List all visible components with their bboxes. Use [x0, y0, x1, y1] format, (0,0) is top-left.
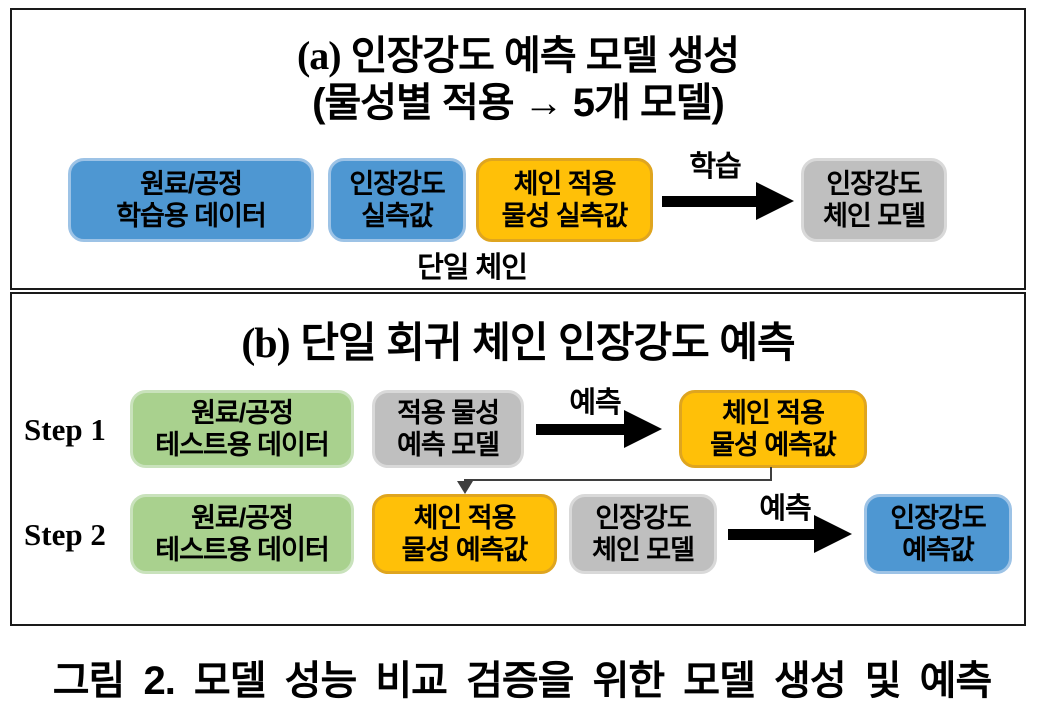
box-label-line: 예측 모델 — [397, 430, 500, 460]
box-label-line: 물성 예측값 — [710, 430, 837, 460]
predict-arrow-head-step2-icon — [814, 515, 852, 553]
connector-horizontal-segment — [464, 479, 772, 481]
box-chain-property-predicted-step2: 체인 적용 물성 예측값 — [372, 494, 557, 574]
box-test-data-step1: 원료/공정 테스트용 데이터 — [130, 390, 354, 468]
box-label-line: 테스트용 데이터 — [155, 535, 329, 565]
predict-arrow-shaft-step1 — [536, 424, 626, 435]
box-label-line: 체인 적용 — [513, 168, 617, 199]
box-label-line: 원료/공정 — [191, 502, 294, 533]
predict-arrow-label-step1: 예측 — [569, 387, 621, 419]
box-train-data: 원료/공정 학습용 데이터 — [68, 158, 314, 242]
box-tensile-measured: 인장강도 실측값 — [328, 158, 466, 242]
box-label-line: 인장강도 — [890, 502, 986, 533]
box-tensile-predicted: 인장강도 예측값 — [864, 494, 1012, 574]
box-label-line: 물성 실측값 — [501, 201, 629, 231]
section-a-title-text: 인장강도 예측 모델 생성 — [350, 34, 740, 78]
box-chain-property-measured: 체인 적용 물성 실측값 — [476, 158, 653, 242]
connector-vertical-segment — [770, 467, 772, 481]
box-label-line: 인장강도 — [349, 168, 445, 199]
box-test-data-step2: 원료/공정 테스트용 데이터 — [130, 494, 354, 574]
section-b-title-text: 단일 회귀 체인 인장강도 예측 — [300, 319, 795, 366]
section-a-title-line2: (물성별 적용 → 5개 모델) — [312, 81, 725, 126]
box-label-line: 체인 적용 — [413, 502, 517, 533]
box-label-line: 테스트용 데이터 — [155, 430, 329, 460]
train-arrow-head-icon — [756, 182, 794, 220]
box-label-line: 원료/공정 — [191, 397, 294, 428]
step2-label: Step 2 — [24, 517, 106, 552]
section-a-title: (a) 인장강도 예측 모델 생성 (물성별 적용 → 5개 모델) — [10, 32, 1026, 127]
figure-caption: 그림 2. 모델 성능 비교 검증을 위한 모델 생성 및 예측 — [52, 659, 993, 703]
box-label-line: 예측값 — [902, 535, 975, 565]
box-label-line: 인장강도 — [595, 502, 691, 533]
box-label-line: 학습용 데이터 — [116, 201, 267, 231]
box-label-line: 인장강도 — [826, 168, 922, 199]
box-label-line: 실측값 — [361, 201, 434, 231]
box-tensile-chain-model-step2: 인장강도 체인 모델 — [569, 494, 717, 574]
panel-section-a — [10, 8, 1026, 290]
predict-arrow-head-step1-icon — [624, 410, 662, 448]
box-property-prediction-model: 적용 물성 예측 모델 — [372, 390, 524, 468]
train-arrow-shaft — [662, 196, 758, 207]
box-label-line: 체인 모델 — [823, 201, 926, 231]
step1-label: Step 1 — [24, 412, 106, 447]
section-a-title-prefix: (a) — [296, 33, 342, 78]
section-a-title-line1: (a) 인장강도 예측 모델 생성 — [10, 32, 1026, 80]
train-arrow-label: 학습 — [689, 151, 741, 183]
single-chain-footnote: 단일 체인 — [417, 252, 528, 284]
section-b-title: (b) 단일 회귀 체인 인장강도 예측 — [10, 318, 1026, 370]
box-label-line: 물성 예측값 — [401, 535, 529, 565]
box-label-line: 체인 적용 — [722, 397, 825, 428]
box-label-line: 원료/공정 — [140, 168, 243, 199]
connector-arrow-head-icon — [457, 481, 473, 494]
box-chain-property-predicted-step1: 체인 적용 물성 예측값 — [679, 390, 867, 468]
predict-arrow-label-step2: 예측 — [759, 493, 811, 525]
predict-arrow-shaft-step2 — [728, 529, 816, 540]
box-label-line: 체인 모델 — [592, 535, 695, 565]
section-b-title-prefix: (b) — [241, 321, 290, 367]
box-label-line: 적용 물성 — [397, 397, 500, 428]
box-tensile-chain-model: 인장강도 체인 모델 — [801, 158, 947, 242]
